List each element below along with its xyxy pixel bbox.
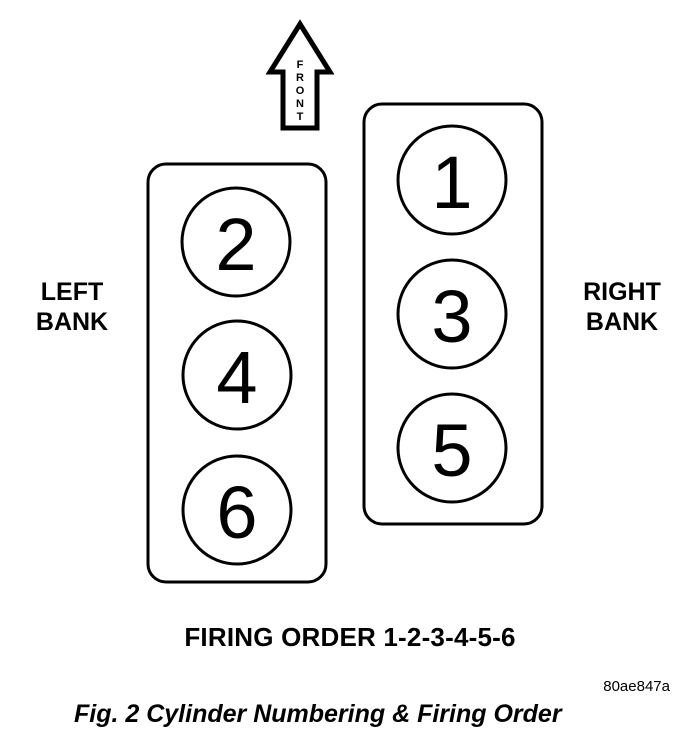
- cylinder-4-number: 4: [216, 336, 257, 419]
- left-bank: 2 4 6: [146, 162, 328, 584]
- cylinder-1-number: 1: [431, 141, 472, 224]
- front-arrow-letter: N: [296, 98, 304, 110]
- right-bank: 1 3 5: [362, 102, 544, 526]
- cylinder-5-circle: [396, 392, 508, 504]
- front-arrow: F R O N T: [265, 19, 335, 131]
- figure-caption: Fig. 2 Cylinder Numbering & Firing Order: [74, 700, 562, 728]
- cylinder-6-number: 6: [216, 471, 257, 554]
- front-arrow-letter: T: [297, 111, 304, 123]
- left-bank-label: LEFT BANK: [22, 277, 122, 337]
- left-bank-label-line: LEFT: [40, 278, 104, 306]
- cylinder-2-circle: [180, 186, 292, 298]
- front-arrow-letter: O: [296, 85, 305, 97]
- cylinder-4-circle: [181, 319, 293, 431]
- cylinder-3-circle: [396, 258, 508, 370]
- cylinder-5-number: 5: [431, 409, 472, 492]
- cylinder-3-number: 3: [431, 275, 472, 358]
- front-arrow-shape: [265, 19, 335, 131]
- right-bank-label: RIGHT BANK: [570, 277, 674, 337]
- front-arrow-letter: F: [297, 59, 304, 71]
- right-bank-label-line: BANK: [585, 308, 659, 336]
- right-bank-label-line: RIGHT: [583, 278, 661, 306]
- cylinder-1-circle: [396, 124, 508, 236]
- front-arrow-letter: R: [296, 72, 304, 84]
- firing-order-text: FIRING ORDER 1-2-3-4-5-6: [184, 622, 516, 652]
- figure-id: 80ae847a: [603, 678, 670, 695]
- cylinder-2-number: 2: [215, 203, 256, 286]
- left-bank-label-line: BANK: [35, 308, 109, 336]
- cylinder-6-circle: [181, 454, 293, 566]
